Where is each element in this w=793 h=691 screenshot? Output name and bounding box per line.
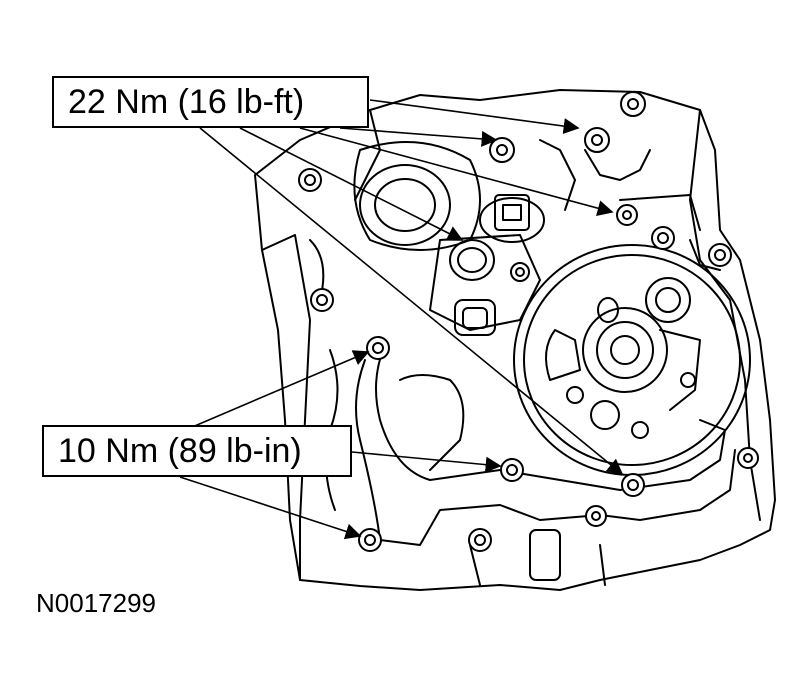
leader-upper-5 xyxy=(199,127,624,476)
bolt-upper-right-corner xyxy=(620,91,646,117)
leader-lower-2 xyxy=(351,451,502,473)
bolt-bottom-2 xyxy=(585,505,607,527)
bolt-top-center xyxy=(489,137,515,163)
bolt-10nm-center xyxy=(500,458,524,482)
bolt-left-mid xyxy=(310,288,334,312)
bolt-right-lower xyxy=(737,447,759,469)
bolt-10nm-right xyxy=(621,473,645,497)
bolt-10nm-left-lower xyxy=(358,528,382,552)
bolt-right-flange xyxy=(708,243,732,267)
leader-lower-1 xyxy=(189,350,370,429)
leader-upper-1 xyxy=(369,99,580,135)
leader-upper-3 xyxy=(299,127,614,216)
leader-upper-4 xyxy=(239,127,464,241)
bolt-small-thermo xyxy=(510,262,530,282)
torque-callout-10nm: 10 Nm (89 lb-in) xyxy=(42,425,352,477)
engine-block-outline xyxy=(254,89,776,591)
leader-lower-3 xyxy=(179,476,362,540)
bolt-top-right-1 xyxy=(584,127,610,153)
leader-upper-2 xyxy=(339,127,498,147)
bolt-10nm-left-upper xyxy=(366,336,390,360)
bolt-right-upper xyxy=(651,226,675,250)
figure-number: N0017299 xyxy=(36,588,156,618)
bolt-bottom-1 xyxy=(468,528,492,552)
torque-callout-22nm: 22 Nm (16 lb-ft) xyxy=(52,76,369,128)
bolt-left-top xyxy=(298,168,322,192)
bolt-top-right-2 xyxy=(616,204,638,226)
